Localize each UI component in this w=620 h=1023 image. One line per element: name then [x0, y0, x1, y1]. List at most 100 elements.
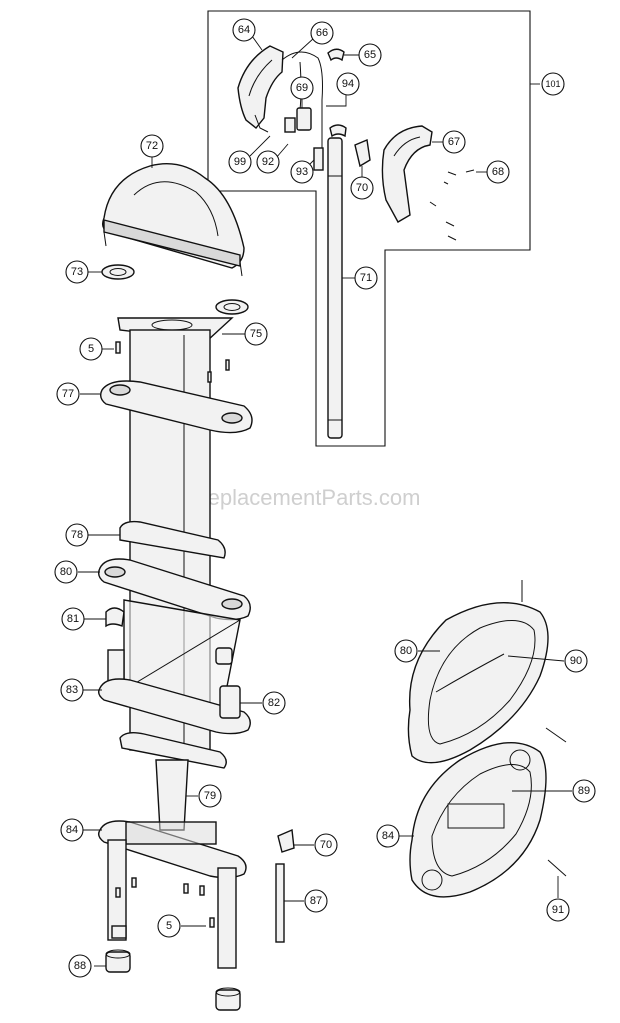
callout-101: 101: [541, 72, 565, 96]
seal-ring-73: [101, 264, 135, 280]
callout-label: 70: [320, 839, 332, 851]
callout-bubble: [486, 160, 510, 184]
callout-bubble: [256, 150, 280, 174]
callout-80a: 80: [54, 560, 78, 584]
callout-bubble: [376, 824, 400, 848]
callout-label: 75: [250, 328, 262, 340]
callout-bubble: [79, 337, 103, 361]
callout-91: 91: [546, 898, 570, 922]
callout-label: 70: [356, 182, 368, 194]
callout-label: 93: [296, 166, 308, 178]
seal-ring-top-right: [215, 299, 249, 315]
callout-label: 83: [66, 684, 78, 696]
callout-bubble: [314, 833, 338, 857]
callout-5a: 5: [79, 337, 103, 361]
callout-bubble: [232, 18, 256, 42]
callout-bubble: [394, 639, 418, 663]
callout-label: 94: [342, 78, 354, 90]
callout-bubble: [290, 76, 314, 100]
callout-68: 68: [486, 160, 510, 184]
callout-89: 89: [572, 779, 596, 803]
callout-5b: 5: [157, 914, 181, 938]
callout-label: 5: [88, 343, 94, 355]
callout-bubble: [572, 779, 596, 803]
callout-66: 66: [310, 21, 334, 45]
pins-5: [115, 341, 230, 383]
callout-64: 64: [232, 18, 256, 42]
callout-label: 5: [166, 920, 172, 932]
callout-bubble: [350, 176, 374, 200]
callout-bubble: [358, 43, 382, 67]
callout-bubble: [442, 130, 466, 154]
callout-bubble: [244, 322, 268, 346]
bracket-70-lower: [277, 828, 295, 853]
collar-80-left: [97, 558, 251, 621]
collar-80-detail: [407, 580, 549, 764]
callout-80b: 80: [394, 639, 418, 663]
callout-bubble: [157, 914, 181, 938]
callout-70b: 70: [314, 833, 338, 857]
callout-65: 65: [358, 43, 382, 67]
callout-bubble: [304, 889, 328, 913]
callout-88: 88: [68, 954, 92, 978]
callout-label: 84: [66, 824, 78, 836]
callout-bubble: [541, 72, 565, 96]
filter-sleeve-78: [119, 520, 226, 559]
handle-grip-left: [237, 45, 284, 133]
top-collar-77: [99, 380, 253, 434]
callout-label: 68: [492, 166, 504, 178]
callout-label: 65: [364, 49, 376, 61]
callout-bubble: [310, 21, 334, 45]
callout-bubble: [354, 266, 378, 290]
support-79: [155, 759, 189, 831]
callout-label: 73: [71, 266, 83, 278]
callout-bubble: [65, 523, 89, 547]
strip-87: [275, 863, 285, 943]
callout-72: 72: [140, 134, 164, 158]
callout-label: 71: [360, 272, 372, 284]
handle-tube-71: [327, 137, 343, 439]
callout-label: 64: [238, 24, 250, 36]
callout-label: 80: [400, 645, 412, 657]
collar-83: [97, 678, 251, 735]
callout-77: 77: [56, 382, 80, 406]
callout-bubble: [546, 898, 570, 922]
switch-part-69: [284, 107, 312, 133]
callout-label: 101: [545, 79, 560, 89]
callout-bubble: [61, 607, 85, 631]
cap-bottom: [215, 987, 241, 1011]
clip-94: [329, 124, 347, 138]
callout-bubble: [68, 954, 92, 978]
callout-label: 84: [382, 830, 394, 842]
callout-bubble: [56, 382, 80, 406]
callout-bubble: [198, 784, 222, 808]
callout-label: 72: [146, 140, 158, 152]
callout-bubble: [60, 818, 84, 842]
callout-94: 94: [336, 72, 360, 96]
callout-84b: 84: [376, 824, 400, 848]
callout-73: 73: [65, 260, 89, 284]
callout-90: 90: [564, 649, 588, 673]
callout-label: 89: [578, 785, 590, 797]
callout-label: 78: [71, 529, 83, 541]
callout-bubble: [54, 560, 78, 584]
wire-connector-93: [313, 147, 324, 171]
cyclone-cover-72: [101, 163, 245, 277]
callout-84a: 84: [60, 818, 84, 842]
callout-70a: 70: [350, 176, 374, 200]
callout-83: 83: [60, 678, 84, 702]
cap-88: [105, 949, 131, 973]
clip-65: [327, 48, 345, 62]
callout-bubble: [290, 160, 314, 184]
callout-bubble: [140, 134, 164, 158]
callout-bubble: [60, 678, 84, 702]
callout-label: 77: [62, 388, 74, 400]
callout-label: 99: [234, 156, 246, 168]
callout-bubble: [336, 72, 360, 96]
callout-79: 79: [198, 784, 222, 808]
callout-81: 81: [61, 607, 85, 631]
callout-label: 87: [310, 895, 322, 907]
screw-side-upper: [545, 727, 567, 743]
pins-lower: [115, 877, 215, 928]
screws-68: [429, 169, 475, 241]
